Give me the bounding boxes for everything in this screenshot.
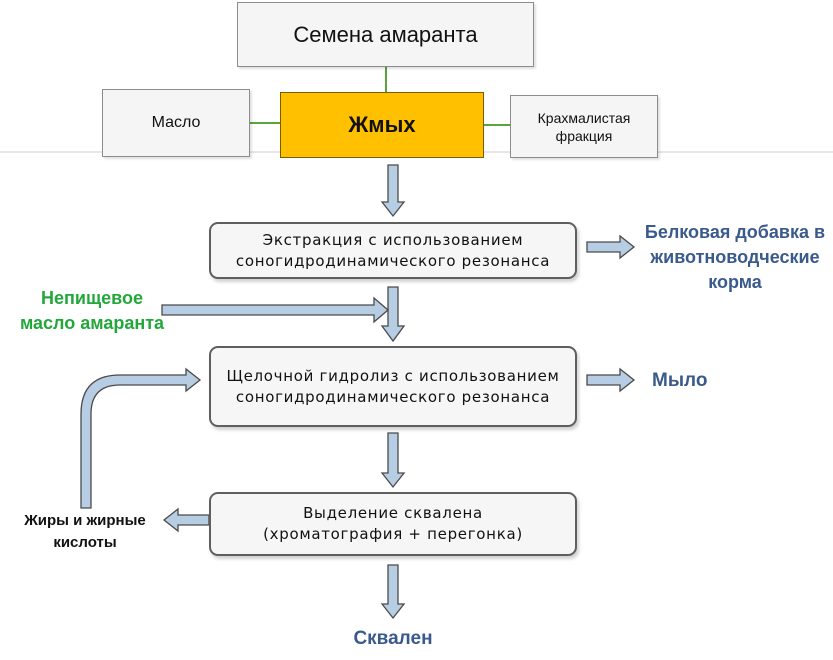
hydrolysis-line1: Щелочной гидролиз с использованием xyxy=(226,366,560,385)
hydrolysis-step-box: Щелочной гидролиз с использованием соног… xyxy=(209,346,577,427)
oil-label: Масло xyxy=(151,114,201,131)
protein-feed-line2: животноводческие xyxy=(650,247,820,267)
arrow-down-squalene xyxy=(380,564,406,620)
fats-line1: Жиры и жирные xyxy=(24,512,146,529)
squalene-isolation-line2: (хроматография + перегонка) xyxy=(263,525,523,543)
cake-box: Жмых xyxy=(280,92,484,158)
squalene-isolation-step-box: Выделение сквалена (хроматография + пере… xyxy=(209,492,577,556)
arrow-down-cake xyxy=(380,164,406,218)
protein-feed-label: Белковая добавка в животноводческие корм… xyxy=(640,220,830,295)
starch-label-line1: Крахмалистая xyxy=(537,109,631,126)
oil-box: Масло xyxy=(102,89,250,157)
extraction-line2: соногидродинамического резонанса xyxy=(235,251,551,270)
starch-box: Крахмалистая фракция xyxy=(510,95,658,158)
arrow-right-oil-input xyxy=(161,296,389,324)
nonfood-oil-label: Непищевое масло амаранта xyxy=(8,286,176,336)
fats-line2: кислоты xyxy=(53,534,117,551)
arrow-down-extraction xyxy=(380,286,406,343)
squalene-label: Сквален xyxy=(353,628,433,649)
hydrolysis-line2: соногидродинамического резонанса xyxy=(235,387,551,406)
squalene-isolation-line1: Выделение сквалена xyxy=(303,504,483,522)
extraction-step-box: Экстракция с использованием соногидродин… xyxy=(209,222,577,279)
starch-label-line2: фракция xyxy=(555,127,613,144)
fats-label: Жиры и жирные кислоты xyxy=(10,510,160,554)
nonfood-oil-line2: масло амаранта xyxy=(19,313,165,333)
seeds-box: Семена амаранта xyxy=(237,2,534,67)
protein-feed-line3: корма xyxy=(708,272,762,292)
seeds-label: Семена амаранта xyxy=(293,21,478,47)
nonfood-oil-line1: Непищевое xyxy=(41,288,143,308)
arrow-right-protein xyxy=(586,234,636,260)
cake-label: Жмых xyxy=(348,112,416,137)
arrow-down-hydrolysis xyxy=(380,432,406,489)
extraction-line1: Экстракция с использованием xyxy=(262,230,524,249)
arrow-curved-return xyxy=(80,367,202,509)
arrow-left-fats xyxy=(162,507,210,533)
protein-feed-line1: Белковая добавка в xyxy=(644,222,826,242)
soap-label: Мыло xyxy=(652,370,708,391)
arrow-right-soap xyxy=(586,367,636,393)
